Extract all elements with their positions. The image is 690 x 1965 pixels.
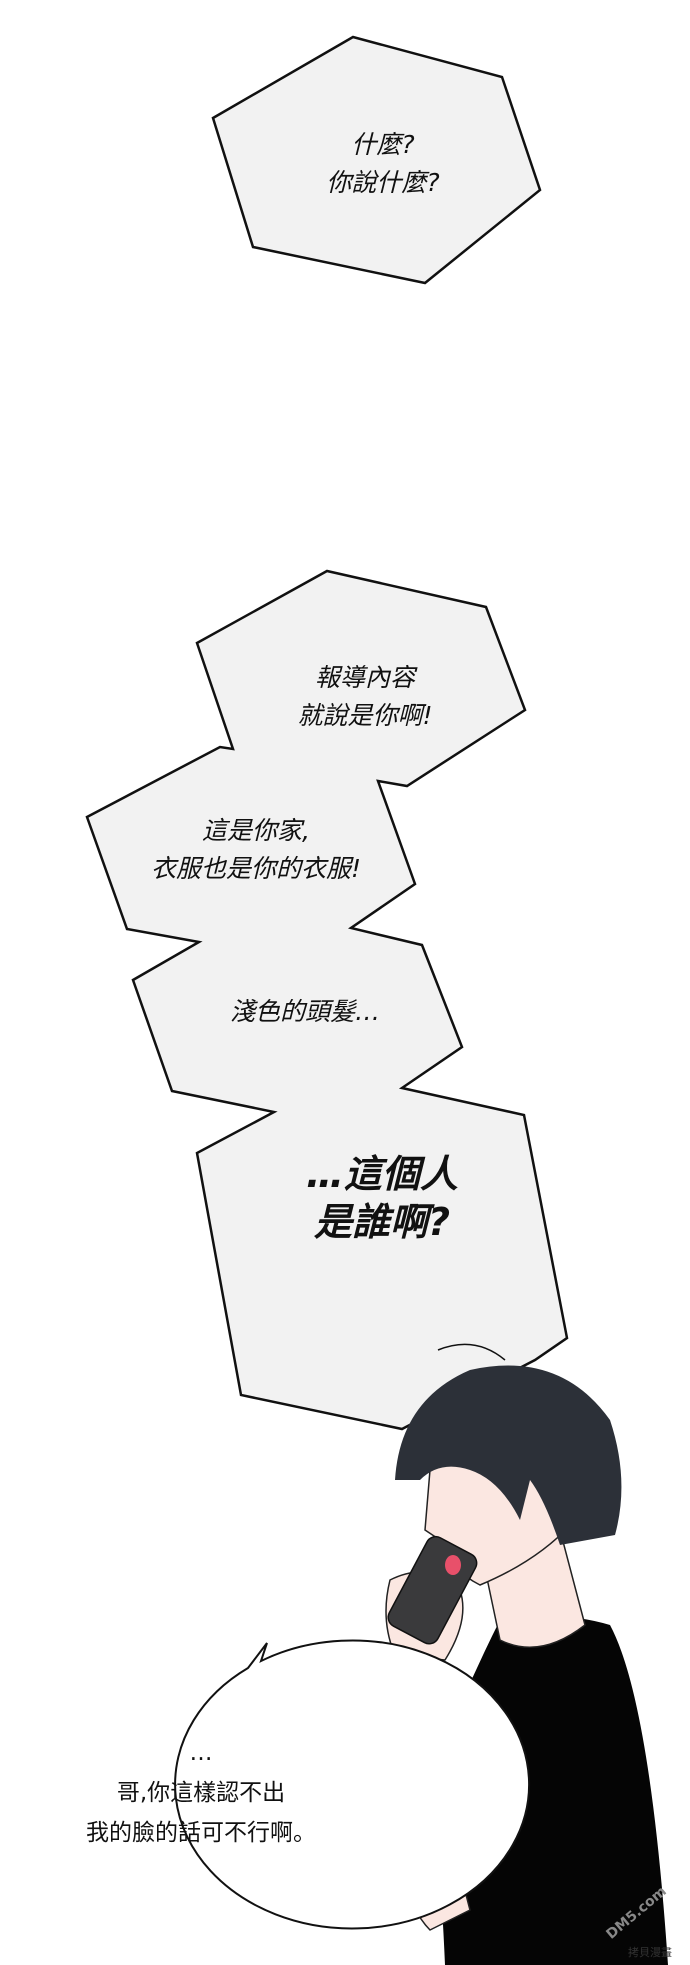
bubble-line: …這個人 bbox=[305, 1152, 459, 1196]
hair-strand bbox=[437, 1343, 506, 1361]
speech-balloon bbox=[174, 1639, 531, 1930]
thought-bubble-top bbox=[211, 35, 542, 285]
shout-bubble-chain bbox=[85, 569, 569, 1431]
bubble-report-text: 報導內容 就說是你啊! bbox=[297, 659, 432, 735]
speech-balloon-text: … 哥,你這樣認不出 我的臉的話可不行啊。 bbox=[86, 1733, 316, 1853]
bubble-top-text: 什麼? 你說什麼? bbox=[326, 126, 439, 202]
speech-line: … bbox=[189, 1740, 213, 1766]
bubble-line: 淺色的頭髮… bbox=[229, 997, 381, 1026]
bubble-line: 就說是你啊! bbox=[297, 701, 433, 730]
bubble-line: 是誰啊? bbox=[313, 1200, 451, 1244]
bubble-home-text: 這是你家, 衣服也是你的衣服! bbox=[151, 812, 361, 888]
hair bbox=[395, 1365, 622, 1545]
bubble-line: 衣服也是你的衣服! bbox=[150, 854, 362, 883]
mouth bbox=[445, 1555, 461, 1575]
bubble-hair-text: 淺色的頭髮… bbox=[230, 993, 380, 1031]
bubble-line: 你說什麼? bbox=[326, 168, 440, 197]
speech-line: 哥,你這樣認不出 bbox=[116, 1780, 286, 1806]
speech-line: 我的臉的話可不行啊。 bbox=[86, 1820, 316, 1846]
bubble-line: 什麼? bbox=[351, 130, 415, 159]
bubble-line: 這是你家, bbox=[202, 816, 310, 845]
watermark-source: 拷貝漫畫 bbox=[628, 1946, 672, 1959]
bubble-who-text: …這個人 是誰啊? bbox=[306, 1150, 458, 1246]
bubble-line: 報導內容 bbox=[314, 663, 415, 692]
